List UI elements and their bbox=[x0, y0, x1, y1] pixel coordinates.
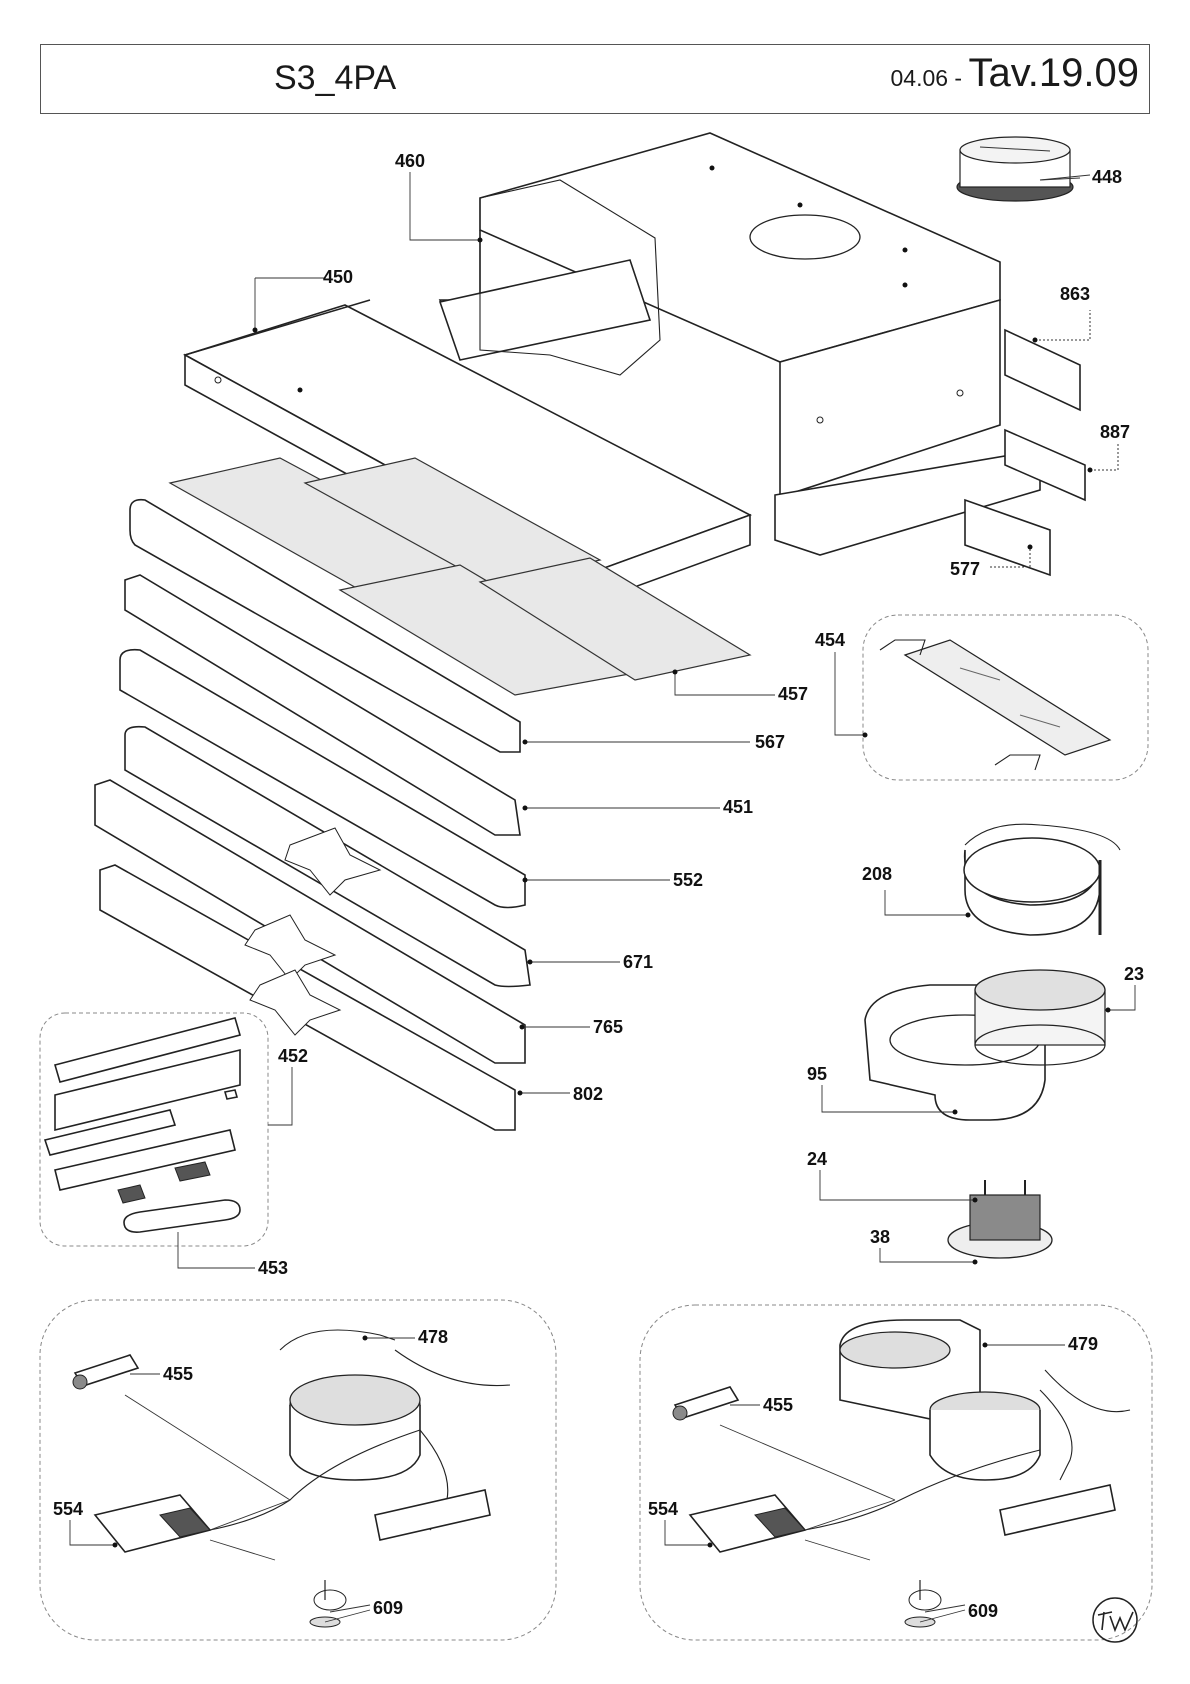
part-label-554-left: 554 bbox=[53, 1499, 83, 1519]
group-box-479 bbox=[639, 1304, 1153, 1641]
part-label-567: 567 bbox=[755, 732, 785, 752]
part-label-450: 450 bbox=[323, 267, 353, 287]
part-label-478: 478 bbox=[418, 1327, 448, 1347]
part-label-452: 452 bbox=[278, 1046, 308, 1066]
part-label-453: 453 bbox=[258, 1258, 288, 1278]
model-name: S3_4PA bbox=[274, 59, 397, 97]
title-block: S3_4PA 04.06 - Tav.19.09 bbox=[40, 44, 1150, 114]
part-label-448: 448 bbox=[1092, 167, 1122, 187]
part-label-38: 38 bbox=[870, 1227, 890, 1247]
part-label-208: 208 bbox=[862, 864, 892, 884]
part-label-802: 802 bbox=[573, 1084, 603, 1104]
part-label-887: 887 bbox=[1100, 422, 1130, 442]
part-label-454: 454 bbox=[815, 630, 845, 650]
control-board-kit bbox=[43, 1017, 242, 1233]
revision: 04.06 - Tav.19.09 bbox=[890, 51, 1139, 96]
part-label-671: 671 bbox=[623, 952, 653, 972]
group-box-454 bbox=[862, 614, 1149, 781]
part-label-451: 451 bbox=[723, 797, 753, 817]
revision-separator: - bbox=[948, 65, 969, 91]
lamp-glass bbox=[879, 639, 1112, 771]
part-label-863: 863 bbox=[1060, 284, 1090, 304]
leader-lines bbox=[69, 172, 1136, 1623]
part-label-24: 24 bbox=[807, 1149, 827, 1169]
part-label-460: 460 bbox=[395, 151, 425, 171]
part-label-765: 765 bbox=[593, 1017, 623, 1037]
motor-housing bbox=[963, 823, 1121, 936]
motor-and-plate bbox=[947, 1180, 1053, 1259]
group-box-452 bbox=[39, 1012, 269, 1247]
part-label-479: 479 bbox=[1068, 1334, 1098, 1354]
side-brackets bbox=[964, 328, 1086, 577]
grease-filters bbox=[168, 457, 752, 696]
part-label-609-right: 609 bbox=[968, 1601, 998, 1621]
part-label-455-right: 455 bbox=[763, 1395, 793, 1415]
part-label-609-left: 609 bbox=[373, 1598, 403, 1618]
motor-kit-479 bbox=[672, 1319, 1138, 1643]
tw-logo-mark bbox=[1092, 1597, 1138, 1643]
revision-date: 04.06 bbox=[890, 65, 949, 91]
part-label-577: 577 bbox=[950, 559, 980, 579]
table-number: Tav.19.09 bbox=[968, 51, 1140, 95]
hood-body bbox=[438, 132, 1041, 560]
part-label-457: 457 bbox=[778, 684, 808, 704]
blower-assembly bbox=[864, 969, 1106, 1121]
group-box-478 bbox=[39, 1299, 557, 1641]
outlet-collar bbox=[956, 136, 1074, 202]
motor-kit-478 bbox=[72, 1329, 511, 1628]
part-label-455-left: 455 bbox=[163, 1364, 193, 1384]
part-label-23: 23 bbox=[1124, 964, 1144, 984]
part-label-95: 95 bbox=[807, 1064, 827, 1084]
trim-profiles bbox=[94, 498, 531, 1131]
part-label-554-right: 554 bbox=[648, 1499, 678, 1519]
part-label-552: 552 bbox=[673, 870, 703, 890]
